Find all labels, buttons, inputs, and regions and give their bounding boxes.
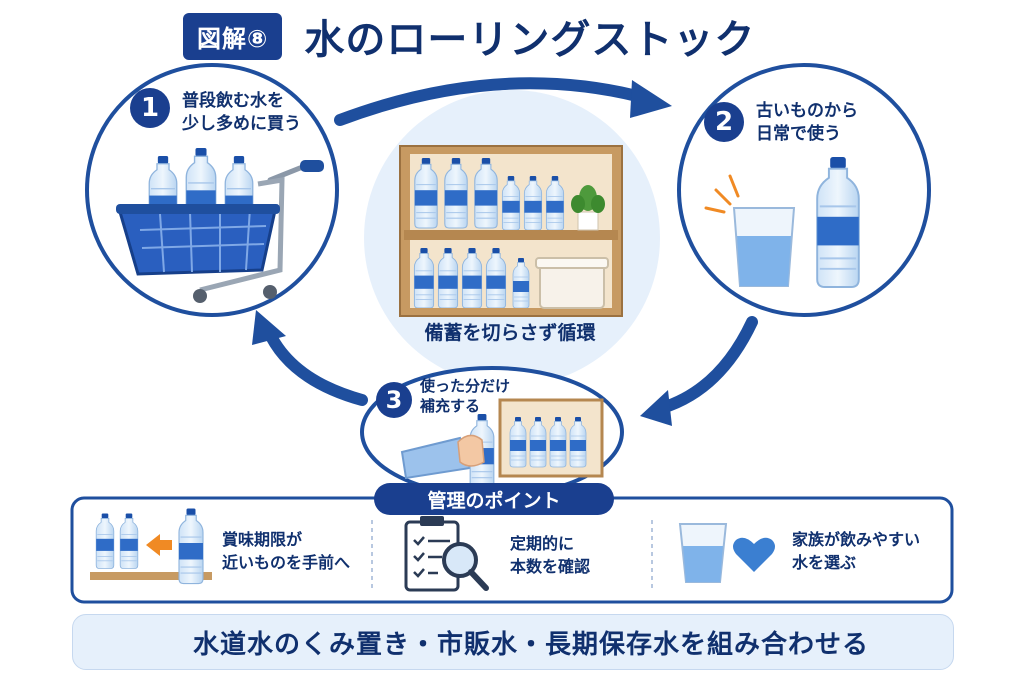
glass-heart-icon — [678, 523, 775, 583]
step-3-line-2: 補充する — [420, 397, 481, 416]
point-1-line-1: 賞味期限が — [222, 530, 303, 549]
sparkle-lines — [704, 174, 740, 214]
point-1-label: 賞味期限が 近いものを手前へ — [222, 528, 350, 574]
cycle-arrow-left — [252, 310, 368, 406]
cycle-arrow-top — [334, 77, 672, 126]
step-1-label: 普段飲む水を 少し多めに買う — [182, 90, 301, 136]
header: 図解⑧ 水のローリングストック — [183, 10, 756, 63]
figure-badge: 図解⑧ — [183, 12, 283, 60]
step-2-line-1: 古いものから — [756, 101, 858, 121]
point-2-line-1: 定期的に — [510, 534, 575, 553]
page-title: 水のローリングストック — [304, 17, 756, 63]
step-3-illustration — [360, 366, 624, 498]
step-1-line-2: 少し多めに買う — [182, 113, 301, 134]
point-2-label: 定期的に 本数を確認 — [510, 532, 590, 578]
point-1-line-2: 近いものを手前へ — [222, 553, 351, 573]
step-2-number: 2 — [704, 102, 744, 142]
step-3-label: 使った分だけ 補充する — [420, 376, 510, 417]
clipboard-magnifier-icon — [404, 516, 489, 592]
cycle-arrow-right — [640, 316, 758, 426]
step-2-line-2: 日常で使う — [756, 123, 841, 144]
step-3-number: 3 — [376, 382, 412, 418]
step-3-line-1: 使った分だけ — [420, 377, 511, 395]
point-3-line-1: 家族が飲みやすい — [792, 530, 921, 549]
center-caption: 備蓄を切らさず循環 — [424, 322, 596, 344]
step-1-line-1: 普段飲む水を — [182, 91, 284, 111]
point-3-label: 家族が飲みやすい 水を選ぶ — [792, 528, 920, 574]
point-2-line-2: 本数を確認 — [510, 557, 591, 577]
step-1-number: 1 — [130, 88, 170, 128]
management-title: 管理のポイント — [374, 483, 614, 515]
bottles-arrow-icon — [90, 507, 212, 585]
bottom-banner: 水道水のくみ置き・市販水・長期保存水を組み合わせる — [72, 614, 954, 670]
banner-text: 水道水のくみ置き・市販水・長期保存水を組み合わせる — [193, 629, 870, 660]
step-2-label: 古いものから 日常で使う — [756, 100, 858, 146]
center-shelf-illustration — [364, 90, 660, 386]
point-3-line-2: 水を選ぶ — [792, 553, 857, 573]
